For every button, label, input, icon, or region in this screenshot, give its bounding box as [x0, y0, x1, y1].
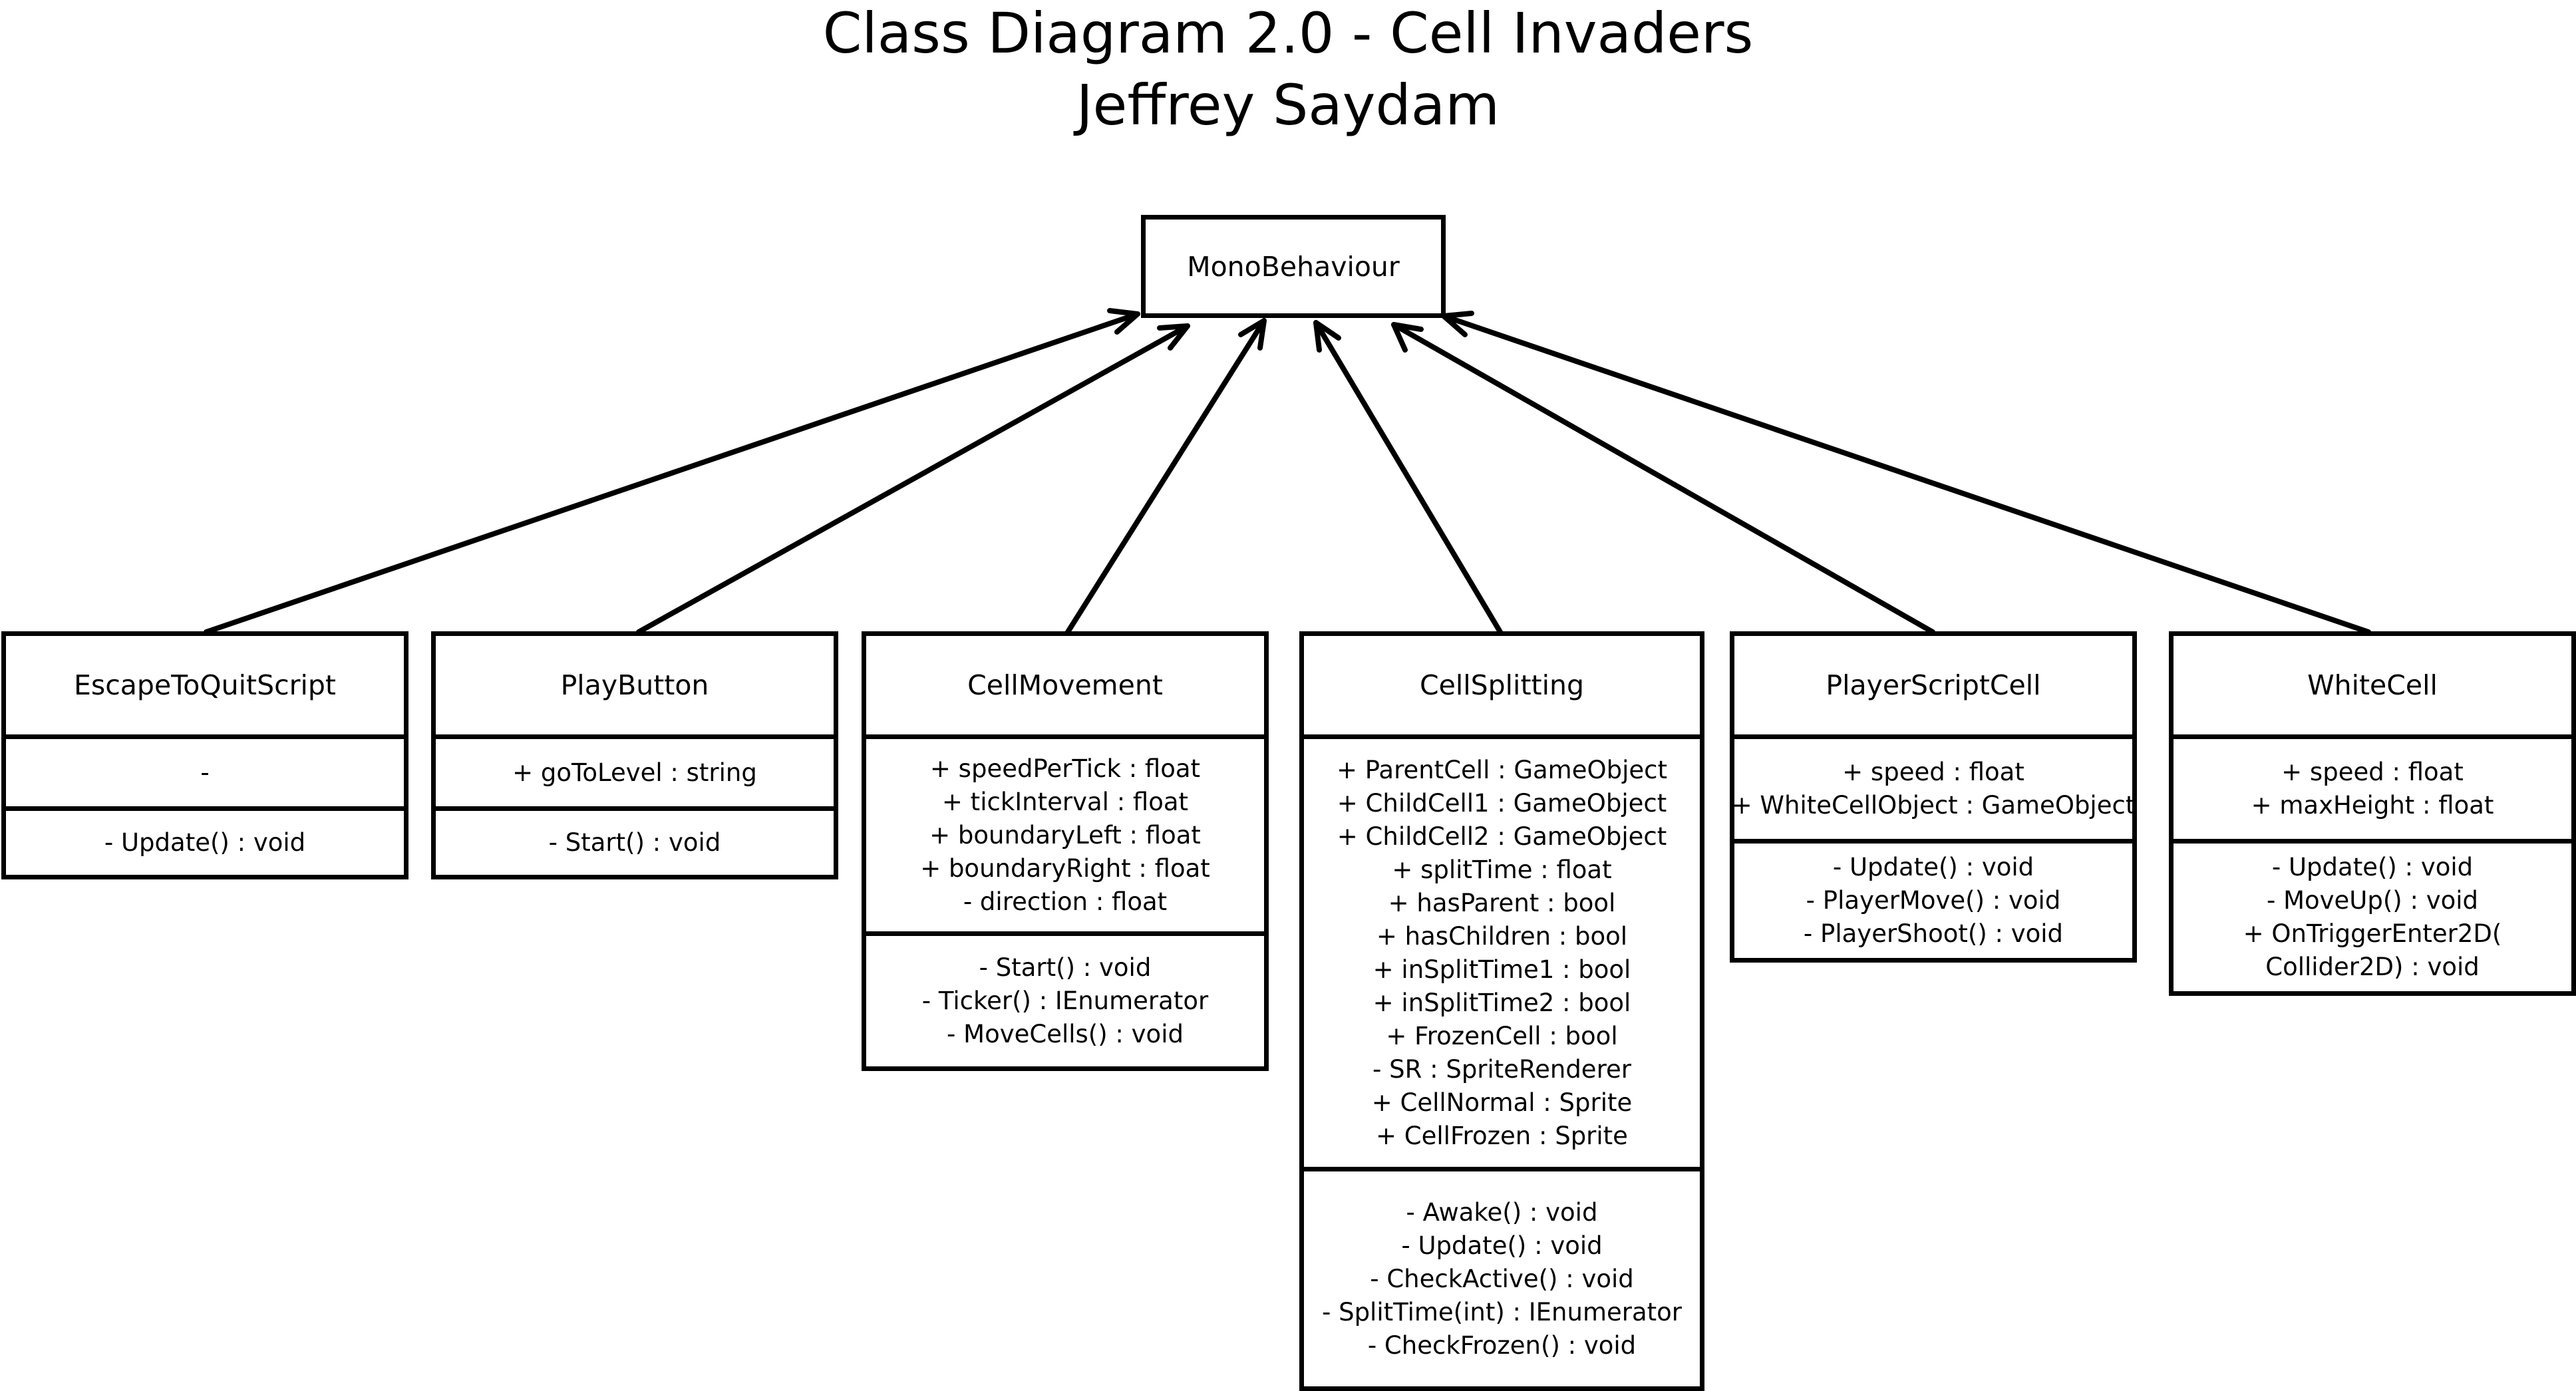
class-attributes: + ParentCell : GameObject + ChildCell1 :…	[1304, 739, 1700, 1171]
attribute-line: + inSplitTime1 : bool	[1372, 955, 1631, 984]
arrowhead-cellmovement	[1238, 318, 1267, 351]
class-operations: - Update() : void - MoveUp() : void + On…	[2174, 844, 2571, 991]
attribute-line: + tickInterval : float	[941, 787, 1189, 816]
operation-line: - PlayerShoot() : void	[1803, 919, 2064, 948]
attribute-line: + splitTime : float	[1392, 855, 1612, 884]
attribute-line: + ChildCell2 : GameObject	[1337, 822, 1667, 851]
attribute-line: + speed : float	[2281, 758, 2464, 786]
attribute-line: + CellNormal : Sprite	[1371, 1088, 1633, 1117]
class-operations: - Start() : void - Ticker() : IEnumerato…	[866, 936, 1264, 1066]
attribute-line: -	[200, 758, 210, 787]
attribute-line: + CellFrozen : Sprite	[1376, 1121, 1628, 1150]
class-operations: - Update() : void - PlayerMove() : void …	[1734, 844, 2132, 958]
class-name: EscapeToQuitScript	[6, 636, 404, 739]
operation-line: Collider2D) : void	[2265, 953, 2480, 981]
attribute-line: - direction : float	[963, 887, 1168, 916]
operation-line: - MoveCells() : void	[947, 1020, 1184, 1048]
inheritance-line-playerscriptcell	[1391, 322, 1935, 635]
attribute-line: + hasParent : bool	[1388, 888, 1616, 917]
class-whitecell: WhiteCell + speed : float + maxHeight : …	[2169, 631, 2576, 996]
arrowhead-cellsplitting	[1313, 320, 1341, 353]
inheritance-line-escapetoquitscript	[204, 311, 1140, 635]
attribute-line: + speedPerTick : float	[929, 754, 1201, 783]
class-name: CellSplitting	[1304, 636, 1700, 739]
inheritance-line-whitecell	[1441, 313, 2371, 635]
class-operations: - Start() : void	[436, 811, 834, 875]
inheritance-line-cellmovement	[1065, 318, 1267, 635]
class-attributes: + goToLevel : string	[436, 739, 834, 811]
attribute-line: + ParentCell : GameObject	[1336, 755, 1667, 784]
diagram-author: Jeffrey Saydam	[1076, 73, 1500, 138]
class-playbutton: PlayButton + goToLevel : string - Start(…	[431, 631, 838, 879]
arrowhead-playerscriptcell	[1391, 322, 1424, 353]
class-name: PlayerScriptCell	[1734, 636, 2132, 739]
operation-line: - Update() : void	[104, 828, 306, 857]
attribute-line: + hasChildren : bool	[1376, 921, 1628, 951]
class-cellsplitting: CellSplitting + ParentCell : GameObject …	[1299, 631, 1704, 1391]
class-cellmovement: CellMovement + speedPerTick : float + ti…	[862, 631, 1269, 1071]
class-attributes: -	[6, 739, 404, 811]
class-attributes: + speed : float + WhiteCellObject : Game…	[1732, 739, 2135, 844]
inheritance-line-cellsplitting	[1313, 320, 1503, 635]
class-name: CellMovement	[866, 636, 1264, 739]
attribute-line: + maxHeight : float	[2251, 791, 2494, 820]
class-monobehaviour: MonoBehaviour	[1141, 215, 1446, 318]
operation-line: - Update() : void	[2271, 853, 2474, 881]
inheritance-line-playbutton	[636, 323, 1190, 635]
class-operations: - Awake() : void - Update() : void - Che…	[1304, 1171, 1700, 1386]
attribute-line: + boundaryLeft : float	[929, 820, 1201, 850]
class-name: MonoBehaviour	[1187, 250, 1400, 283]
class-name: PlayButton	[436, 636, 834, 739]
operation-line: - Update() : void	[1401, 1231, 1603, 1260]
operation-line: - CheckActive() : void	[1370, 1264, 1634, 1293]
attribute-line: + speed : float	[1842, 758, 2024, 786]
operation-line: - SplitTime(int) : IEnumerator	[1321, 1297, 1683, 1326]
attribute-line: + inSplitTime2 : bool	[1372, 988, 1631, 1017]
class-operations: - Update() : void	[6, 811, 404, 875]
operation-line: - PlayerMove() : void	[1806, 886, 2061, 915]
attribute-line: + ChildCell1 : GameObject	[1337, 788, 1667, 818]
attribute-line: + goToLevel : string	[512, 758, 757, 787]
attribute-line: + WhiteCellObject : GameObject	[1731, 791, 2136, 820]
class-attributes: + speed : float + maxHeight : float	[2174, 739, 2571, 844]
operation-line: - CheckFrozen() : void	[1367, 1330, 1637, 1360]
attribute-line: + FrozenCell : bool	[1386, 1021, 1618, 1050]
operation-line: - Start() : void	[548, 828, 721, 857]
operation-line: - Ticker() : IEnumerator	[921, 987, 1209, 1015]
operation-line: - Start() : void	[979, 953, 1152, 982]
class-name: WhiteCell	[2174, 636, 2571, 739]
operation-line: - Update() : void	[1832, 853, 2034, 881]
class-escapetoquitscript: EscapeToQuitScript - - Update() : void	[1, 631, 408, 879]
attribute-line: + boundaryRight : float	[920, 853, 1210, 883]
operation-line: - Awake() : void	[1406, 1197, 1598, 1227]
attribute-line: - SR : SpriteRenderer	[1372, 1054, 1631, 1084]
class-attributes: + speedPerTick : float + tickInterval : …	[866, 739, 1264, 936]
arrowhead-escapetoquitscript	[1107, 308, 1140, 335]
diagram-title: Class Diagram 2.0 - Cell Invaders	[822, 1, 1754, 66]
class-playerscriptcell: PlayerScriptCell + speed : float + White…	[1730, 631, 2137, 963]
operation-line: - MoveUp() : void	[2266, 886, 2479, 915]
operation-line: + OnTriggerEnter2D(	[2243, 919, 2502, 948]
arrowhead-playbutton	[1157, 323, 1190, 351]
